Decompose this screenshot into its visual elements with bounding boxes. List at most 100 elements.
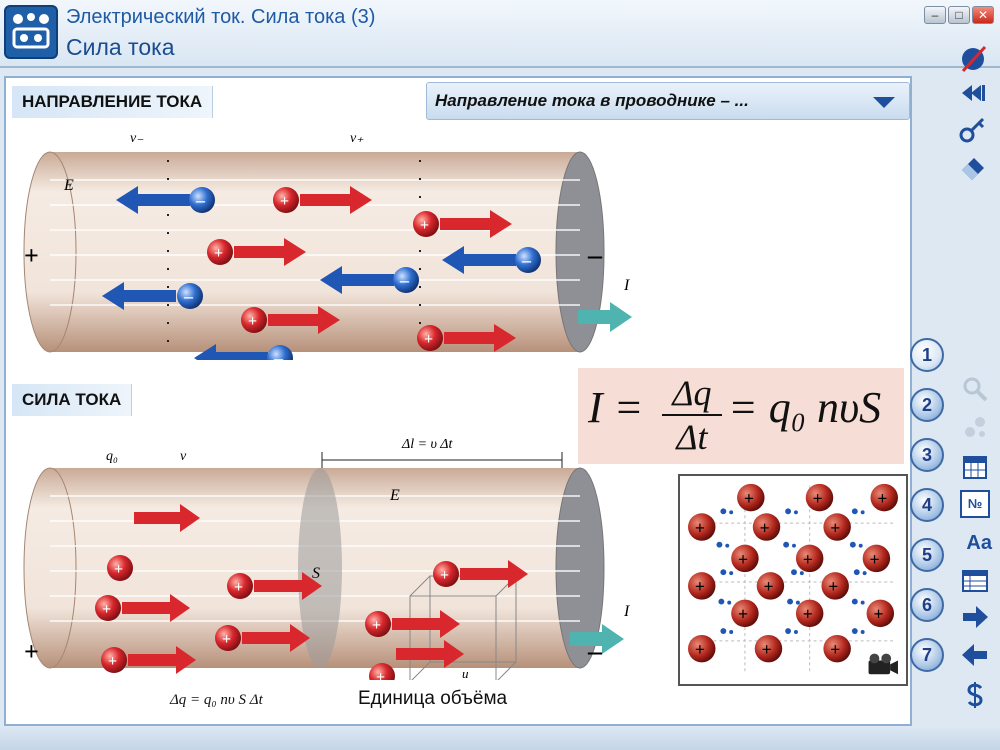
- minus-terminal: –: [587, 240, 603, 271]
- ion: +: [754, 634, 783, 663]
- velocity-negative-label: v₋: [130, 131, 144, 146]
- arrow-right-icon[interactable]: [960, 602, 990, 632]
- ion: +: [805, 483, 834, 512]
- close-button[interactable]: ✕: [972, 6, 994, 24]
- svg-text:+: +: [877, 488, 887, 508]
- svg-text:+: +: [738, 549, 748, 569]
- svg-text:+: +: [424, 331, 433, 348]
- svg-text:+: +: [420, 217, 429, 234]
- conductor-left-end: [23, 467, 77, 669]
- pencil-off-icon[interactable]: [958, 44, 988, 74]
- negative-charge: –: [194, 344, 293, 360]
- svg-text:–: –: [273, 348, 284, 360]
- current-direction-diagram: v₋ v₊ E + – I – – – – –: [23, 131, 632, 360]
- svg-text:+: +: [440, 567, 449, 584]
- step-button-3[interactable]: 3: [910, 438, 944, 472]
- status-bar: [0, 728, 1000, 750]
- current-label: I: [623, 603, 630, 620]
- content-panel: НАПРАВЛЕНИЕ ТОКА Направление тока в пров…: [4, 76, 912, 726]
- electron-dots: [716, 508, 867, 634]
- svg-text:+: +: [744, 488, 754, 508]
- rewind-icon[interactable]: [958, 78, 988, 108]
- svg-text:+: +: [803, 549, 813, 569]
- positive-charge: +: [369, 640, 464, 680]
- ion: +: [737, 483, 765, 512]
- section-title-strength: СИЛА ТОКА: [12, 384, 133, 416]
- dollar-icon[interactable]: [960, 680, 990, 710]
- svg-text:+: +: [280, 193, 289, 210]
- svg-text:+: +: [738, 604, 748, 624]
- topic-dropdown[interactable]: Направление тока в проводнике – ...: [426, 82, 910, 120]
- step-button-6[interactable]: 6: [910, 588, 944, 622]
- current-formula: I = Δq Δt = q₀ nυS: [578, 368, 904, 464]
- svg-text:+: +: [234, 579, 243, 596]
- svg-text:+: +: [870, 549, 880, 569]
- positive-charge: +: [101, 646, 196, 674]
- charge-label: q₀: [106, 449, 118, 464]
- minimize-button[interactable]: –: [924, 6, 946, 24]
- table-icon[interactable]: [960, 566, 990, 596]
- page-title: Сила тока: [66, 34, 175, 60]
- plus-terminal: +: [24, 241, 39, 270]
- plus-terminal: +: [24, 637, 39, 666]
- negative-charge: –: [320, 266, 419, 294]
- ion: +: [752, 513, 781, 541]
- crystal-lattice-image: + + + + + + + + + + + + + + + + + +: [678, 474, 908, 686]
- positive-charge: +: [95, 594, 190, 622]
- conductor-left-end: [23, 151, 77, 353]
- number-icon[interactable]: №: [960, 490, 990, 518]
- chevron-down-icon[interactable]: [873, 97, 895, 108]
- font-size-icon[interactable]: Aa: [966, 532, 992, 554]
- velocity-positive-label: v₊: [350, 131, 364, 146]
- negative-charge: –: [102, 282, 203, 310]
- svg-text:+: +: [760, 518, 770, 538]
- svg-text:+: +: [108, 653, 117, 670]
- key-icon[interactable]: [958, 114, 988, 144]
- section-title-direction: НАПРАВЛЕНИЕ ТОКА: [12, 86, 214, 118]
- maximize-button[interactable]: □: [948, 6, 970, 24]
- arrow-left-icon[interactable]: [960, 640, 990, 670]
- app-logo-icon: [4, 5, 58, 59]
- unit-volume-label: Единица объёма: [358, 688, 508, 709]
- negative-charge: –: [116, 186, 215, 214]
- positive-charge: +: [207, 238, 306, 266]
- delta-q-formula: Δq = q₀ nυ S Δt: [170, 692, 263, 708]
- ion: +: [866, 599, 895, 628]
- current-strength-diagram: S Δl = υ Δt q₀ v E + – I u + +: [23, 437, 630, 680]
- zoom-icon[interactable]: [960, 374, 990, 404]
- positive-charge: +: [417, 324, 516, 352]
- svg-text:+: +: [873, 604, 883, 624]
- field-label: E: [63, 177, 74, 194]
- svg-text:+: +: [102, 601, 111, 618]
- ion: +: [731, 599, 759, 628]
- delta-l-label: Δl = υ Δt: [401, 437, 453, 452]
- conductor-right-end: [555, 467, 605, 669]
- svg-text:+: +: [114, 561, 123, 578]
- step-button-1[interactable]: 1: [910, 338, 944, 372]
- ion: +: [756, 572, 785, 600]
- positive-charge: +: [107, 504, 200, 581]
- positive-charge: +: [365, 610, 460, 638]
- svg-text:+: +: [813, 488, 823, 508]
- step-button-5[interactable]: 5: [910, 538, 944, 572]
- step-button-2[interactable]: 2: [910, 388, 944, 422]
- negative-charge: –: [442, 246, 541, 274]
- film-camera-icon[interactable]: [868, 653, 898, 675]
- current-label: I: [623, 277, 630, 294]
- ion: +: [795, 544, 824, 573]
- svg-text:+: +: [830, 518, 840, 538]
- molecule-icon[interactable]: [960, 412, 990, 442]
- positive-charge: +: [227, 572, 322, 600]
- formula-rhs: = q₀ nυS: [728, 383, 882, 432]
- field-label: E: [389, 487, 400, 504]
- window-title: Электрический ток. Сила тока (3): [66, 6, 376, 28]
- calendar-icon[interactable]: [960, 452, 990, 482]
- eraser-icon[interactable]: [958, 150, 988, 180]
- step-button-7[interactable]: 7: [910, 638, 944, 672]
- positive-charge: +: [241, 306, 340, 334]
- step-button-4[interactable]: 4: [910, 488, 944, 522]
- svg-text:+: +: [828, 577, 838, 597]
- positive-charge: +: [215, 624, 310, 652]
- ion: +: [688, 513, 716, 541]
- svg-text:+: +: [803, 604, 813, 624]
